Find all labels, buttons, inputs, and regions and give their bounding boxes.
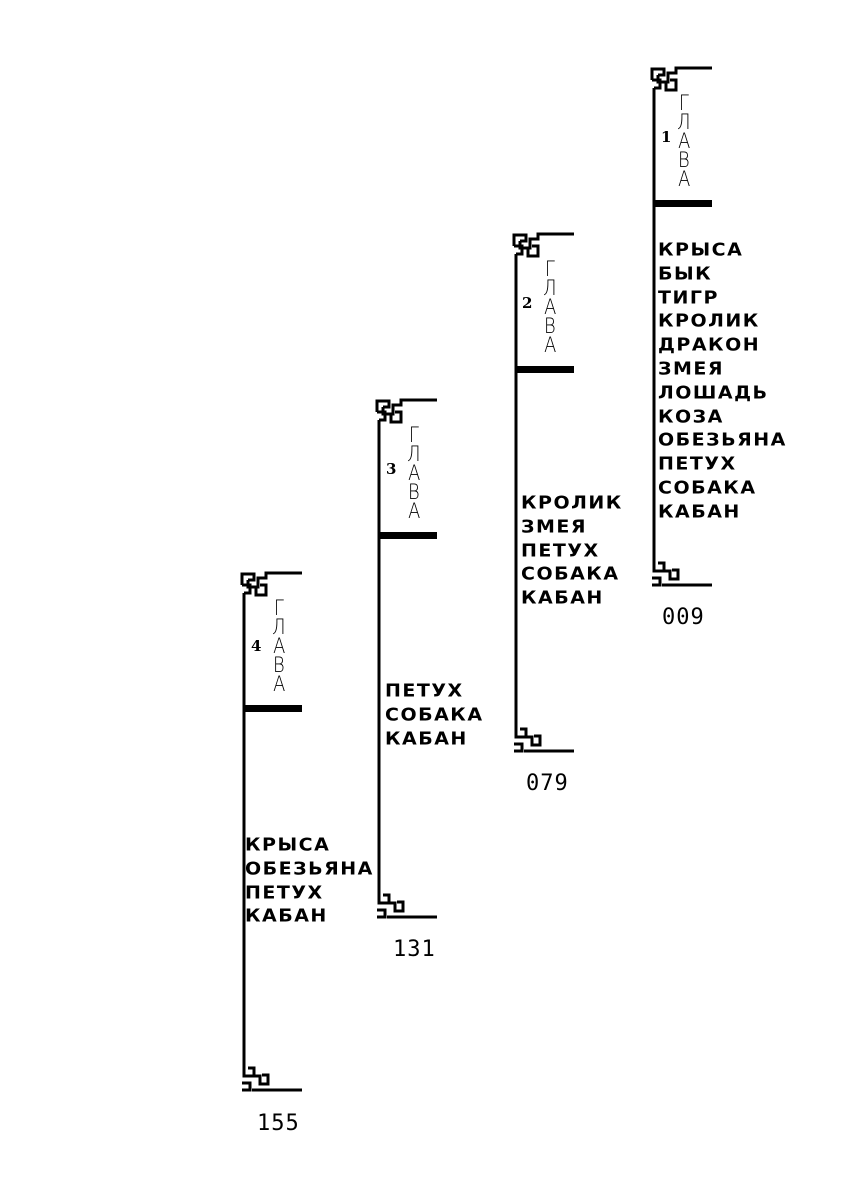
- meander-ornament-top: [240, 571, 302, 597]
- chapter-number: 1: [661, 128, 672, 146]
- title-letter: Л: [272, 615, 286, 639]
- chapter-frame: [512, 232, 574, 753]
- heavy-divider: [244, 705, 302, 712]
- chapter-frame: [375, 398, 437, 919]
- list-item: ОБЕЗЬЯНА: [658, 430, 787, 451]
- list-item: КРОЛИК: [521, 492, 623, 514]
- heavy-divider: [654, 200, 712, 207]
- list-item: ОБЕЗЬЯНА: [245, 858, 374, 879]
- chapter-number: 2: [522, 294, 533, 312]
- page-number: 155: [257, 1111, 300, 1136]
- list-item: СОБАКА: [385, 704, 484, 725]
- title-letter: А: [543, 295, 556, 319]
- title-letter: Л: [677, 110, 691, 134]
- zodiac-list: КРОЛИК ЗМЕЯ ПЕТУХ СОБАКА КАБАН: [521, 492, 623, 611]
- title-letter: А: [272, 672, 285, 696]
- list-item: ПЕТУХ: [245, 882, 324, 903]
- list-item: КАБАН: [521, 588, 604, 609]
- title-letter: Г: [273, 596, 284, 620]
- list-item: ПЕТУХ: [385, 680, 464, 702]
- meander-ornament-top: [375, 398, 437, 424]
- chapter-frame: [240, 571, 302, 1092]
- list-item: КРЫСА: [245, 834, 331, 856]
- page-number: 079: [526, 771, 569, 796]
- title-letter: А: [407, 461, 420, 485]
- title-letter: В: [678, 148, 690, 172]
- list-item: КОЗА: [658, 406, 724, 427]
- list-item: КРОЛИК: [658, 311, 760, 332]
- heavy-divider: [379, 532, 437, 539]
- title-letter: А: [407, 499, 420, 523]
- meander-ornament-bottom: [377, 893, 437, 919]
- chapter-title: Г Л А В А: [271, 596, 287, 696]
- title-letter: Г: [678, 91, 689, 115]
- zodiac-list: ПЕТУХ СОБАКА КАБАН: [385, 680, 484, 751]
- list-item: КАБАН: [658, 501, 741, 522]
- chapter-number: 3: [386, 460, 397, 478]
- title-letter: В: [408, 480, 420, 504]
- list-item: КАБАН: [245, 906, 328, 927]
- list-item: ЛОШАДЬ: [658, 382, 769, 403]
- chapter-title: Г Л А В А: [406, 423, 422, 523]
- chapter-title: Г Л А В А: [676, 91, 692, 191]
- list-item: ПЕТУХ: [658, 454, 737, 475]
- list-item: СОБАКА: [658, 477, 757, 499]
- chapter-1-block: 1 Г Л А В А КРЫСА БЫК ТИГР КРОЛИК ДРАКОН…: [650, 66, 844, 630]
- chapter-title: Г Л А В А: [542, 257, 558, 357]
- chapter-frame: [650, 66, 712, 587]
- heavy-divider: [516, 366, 574, 373]
- list-item: СОБАКА: [521, 564, 620, 585]
- list-item: ЗМЕЯ: [521, 516, 588, 537]
- title-letter: Л: [543, 276, 557, 300]
- title-letter: А: [677, 167, 690, 191]
- chapter-number: 4: [251, 637, 262, 655]
- title-letter: Л: [407, 442, 421, 466]
- list-item: ПЕТУХ: [521, 540, 600, 561]
- chapter-4-block: 4 Г Л А В А КРЫСА ОБЕЗЬЯНА ПЕТУХ КАБАН 1…: [240, 571, 440, 1141]
- meander-ornament-bottom: [242, 1066, 302, 1092]
- title-letter: В: [544, 314, 556, 338]
- meander-ornament-top: [512, 232, 574, 258]
- list-item: БЫК: [658, 263, 713, 284]
- meander-ornament-bottom: [652, 561, 712, 587]
- title-letter: А: [543, 333, 556, 357]
- zodiac-list: КРЫСА ОБЕЗЬЯНА ПЕТУХ КАБАН: [245, 834, 374, 929]
- page-number: 009: [662, 605, 705, 630]
- list-item: КАБАН: [385, 728, 468, 749]
- list-item: ДРАКОН: [658, 335, 761, 356]
- title-letter: В: [273, 653, 285, 677]
- meander-ornament-bottom: [514, 727, 574, 753]
- zodiac-list: КРЫСА БЫК ТИГР КРОЛИК ДРАКОН ЗМЕЯ ЛОШАДЬ…: [658, 239, 787, 525]
- chapter-3-block: 3 Г Л А В А ПЕТУХ СОБАКА КАБАН 131: [375, 398, 575, 968]
- list-item: ТИГР: [658, 287, 719, 308]
- title-letter: Г: [408, 423, 419, 447]
- chapter-2-block: 2 Г Л А В А КРОЛИК ЗМЕЯ ПЕТУХ СОБАКА КАБ…: [512, 232, 712, 796]
- page-number: 131: [393, 937, 436, 962]
- list-item: ЗМЕЯ: [658, 358, 725, 380]
- meander-ornament-top: [650, 66, 712, 92]
- title-letter: А: [677, 129, 690, 153]
- title-letter: А: [272, 634, 285, 658]
- list-item: КРЫСА: [658, 239, 744, 261]
- title-letter: Г: [544, 257, 555, 281]
